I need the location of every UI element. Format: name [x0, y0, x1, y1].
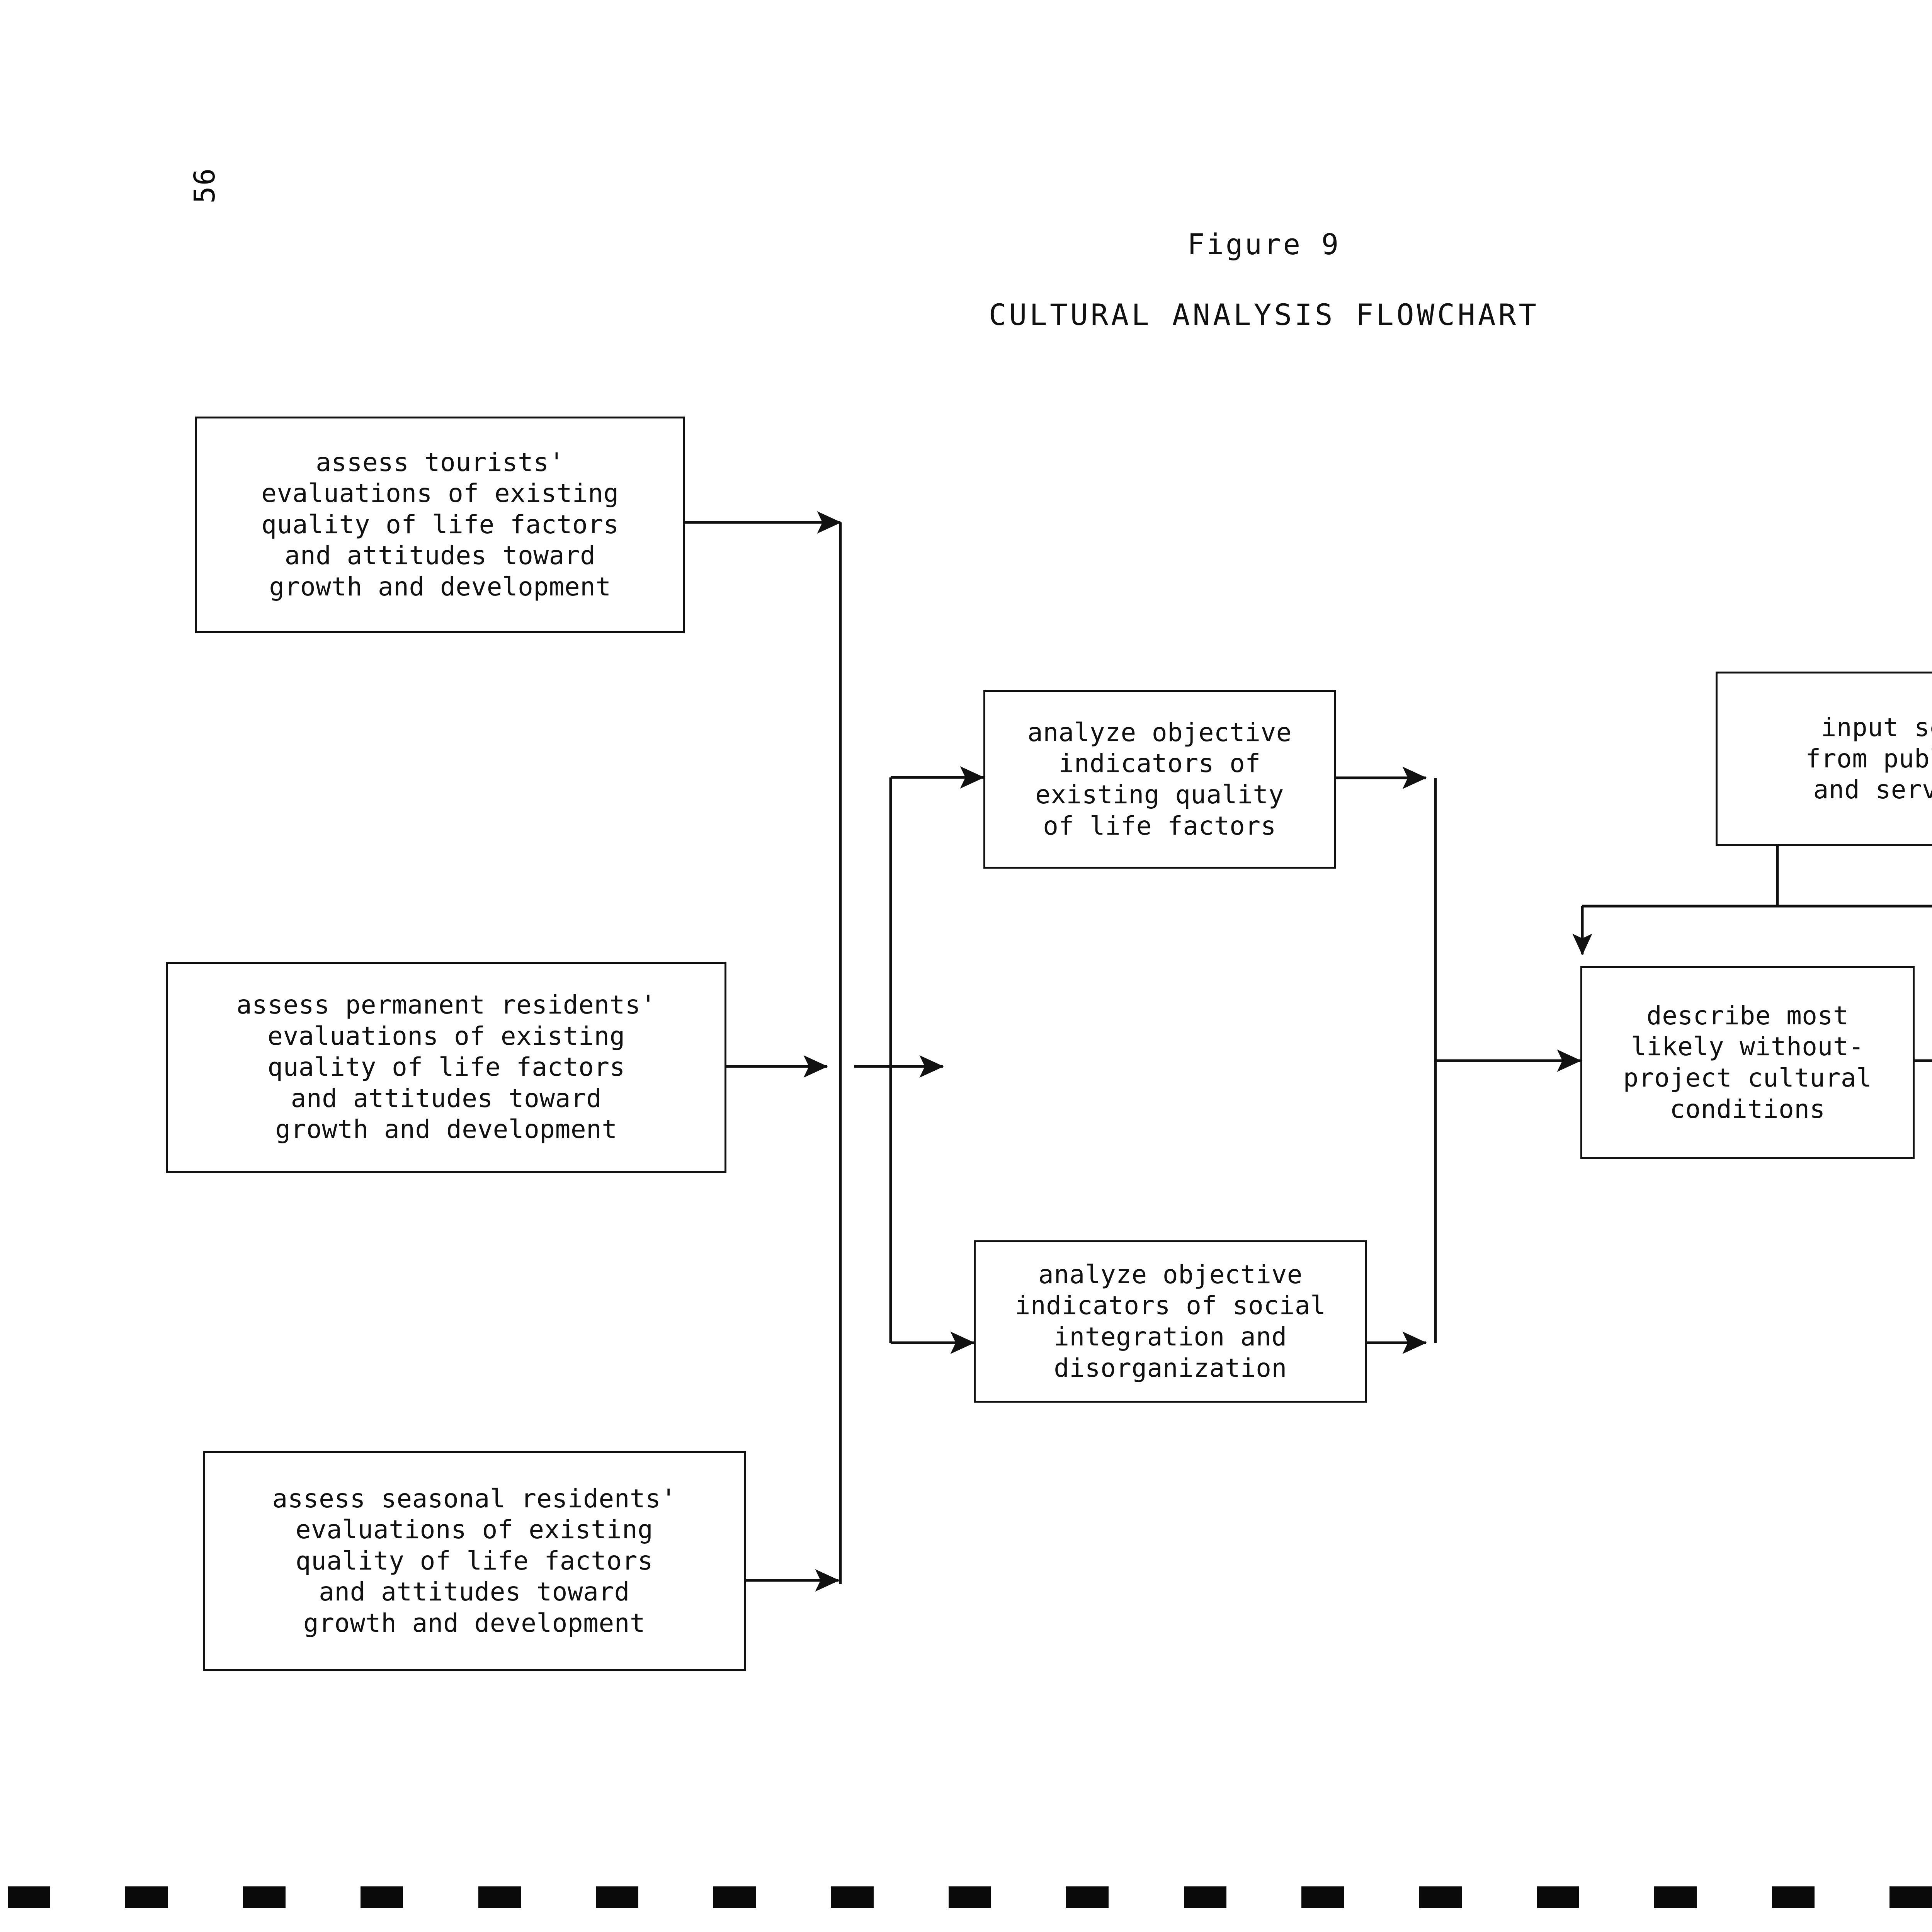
footer-dash	[1301, 1886, 1344, 1908]
footer-dash	[595, 1886, 638, 1908]
footer-dash	[949, 1886, 991, 1908]
figure-label: Figure 9	[1187, 228, 1341, 261]
footer-dash	[1772, 1886, 1815, 1908]
node-assess-tourists[interactable]: assess tourists' evaluations of existing…	[195, 417, 685, 633]
figure-title: CULTURAL ANALYSIS FLOWCHART	[988, 298, 1539, 332]
node-analyze-social-integration[interactable]: analyze objective indicators of social i…	[974, 1240, 1367, 1403]
footer-dash	[8, 1886, 50, 1908]
footer-dash	[1184, 1886, 1226, 1908]
footer-dash	[713, 1886, 756, 1908]
footer-dash	[1654, 1886, 1697, 1908]
footer-dash	[361, 1886, 403, 1908]
node-describe-without-project[interactable]: describe most likely without- project cu…	[1580, 966, 1915, 1159]
node-assess-permanent-residents[interactable]: assess permanent residents' evaluations …	[166, 962, 726, 1173]
footer-dash	[1066, 1886, 1109, 1908]
footer-dash	[243, 1886, 286, 1908]
footer-dash	[125, 1886, 168, 1908]
footer-dash	[478, 1886, 521, 1908]
footer-dash	[1419, 1886, 1462, 1908]
node-input-service-levels[interactable]: input service levels from public facilit…	[1716, 672, 1932, 846]
node-analyze-quality-of-life[interactable]: analyze objective indicators of existing…	[983, 690, 1336, 869]
footer-dashed-rule	[0, 1876, 1932, 1918]
footer-dash	[1536, 1886, 1579, 1908]
footer-dash	[1889, 1886, 1932, 1908]
node-assess-seasonal-residents[interactable]: assess seasonal residents' evaluations o…	[203, 1451, 746, 1671]
footer-dash	[831, 1886, 874, 1908]
